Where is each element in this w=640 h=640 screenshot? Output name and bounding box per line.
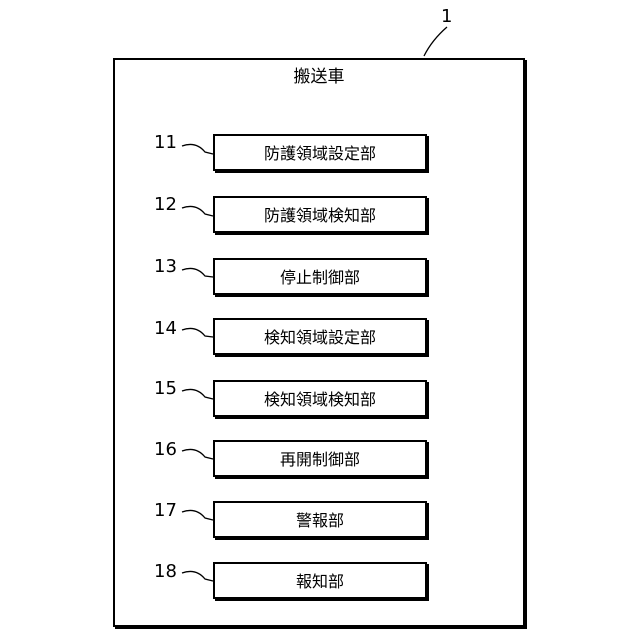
leader-line-17	[182, 510, 213, 520]
leader-line-15	[182, 389, 213, 399]
leader-line-14	[182, 328, 213, 337]
leader-line-18	[182, 571, 213, 581]
leader-line-11	[182, 144, 213, 154]
leader-line-13	[182, 268, 213, 277]
leader-line-16	[182, 449, 213, 459]
leader-line-1	[424, 27, 447, 56]
leader-line-12	[182, 206, 213, 216]
